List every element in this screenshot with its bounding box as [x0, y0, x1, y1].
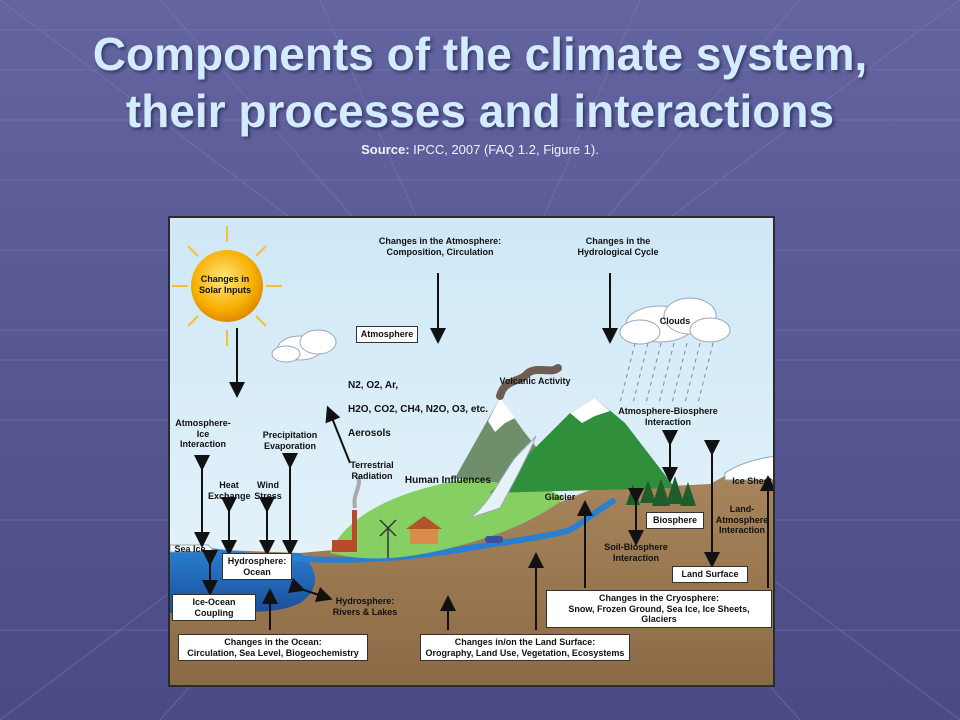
ocean-changes-box: Changes in the Ocean: Circulation, Sea L… — [178, 634, 368, 661]
mountain-snow — [570, 398, 610, 423]
atmosphere-biosphere-label: Atmosphere-Biosphere Interaction — [618, 406, 718, 427]
hydrological-changes-label: Changes in the Hydrological Cycle — [577, 236, 659, 257]
ice-ocean-coupling-box: Ice-Ocean Coupling — [172, 594, 256, 621]
gases-label: N2, O2, Ar, H2O, CO2, CH4, N2O, O3, etc.… — [348, 368, 498, 440]
volcano-snow — [488, 398, 515, 432]
glacier-label: Glacier — [544, 492, 576, 502]
volcanic-activity-label: Volcanic Activity — [499, 376, 571, 386]
source-label: Source: — [361, 142, 410, 157]
gases-line-1: N2, O2, Ar, — [348, 380, 399, 391]
hydrosphere-ocean-box: Hydrosphere: Ocean — [222, 553, 292, 580]
glacier — [469, 435, 537, 519]
aerosols-label: Aerosols — [348, 428, 391, 439]
sun-icon — [172, 226, 282, 346]
small-cloud-icon — [271, 329, 337, 363]
climate-system-figure: Changes in Solar Inputs Changes in the A… — [168, 216, 775, 687]
ice-sheet — [724, 456, 773, 481]
wind-stress-label: Wind Stress — [254, 480, 282, 501]
solar-inputs-label: Changes in Solar Inputs — [198, 274, 251, 295]
hydrosphere-rivers-label: Hydrosphere: Rivers & Lakes — [332, 596, 398, 617]
factory-icon — [332, 475, 361, 552]
river — [289, 497, 617, 563]
windmill-icon — [379, 519, 397, 558]
terrestrial-radiation-label: Terrestrial Radiation — [350, 460, 394, 481]
ice-sheet-label: Ice Sheet — [732, 476, 772, 486]
atmosphere-box: Atmosphere — [356, 326, 418, 343]
sea-ice-label: Sea Ice — [174, 544, 206, 554]
clouds-label: Clouds — [659, 316, 691, 326]
title-line-1: Components of the climate system, — [92, 28, 868, 80]
house-icon — [406, 516, 442, 544]
human-influences-label: Human Influences — [404, 475, 492, 486]
cryosphere-changes-box: Changes in the Cryosphere: Snow, Frozen … — [546, 590, 772, 628]
source-text: IPCC, 2007 (FAQ 1.2, Figure 1). — [409, 142, 599, 157]
biosphere-box: Biosphere — [646, 512, 704, 529]
atmosphere-ice-label: Atmosphere- Ice Interaction — [175, 418, 231, 449]
ground — [170, 463, 773, 685]
volcano-smoke — [496, 364, 562, 400]
atmosphere-changes-label: Changes in the Atmosphere: Composition, … — [378, 236, 502, 257]
soil-biosphere-label: Soil-Biosphere Interaction — [604, 542, 668, 563]
land-surface-box: Land Surface — [672, 566, 748, 583]
slide-title: Components of the climate system, their … — [0, 26, 960, 140]
rain-cloud-icon — [619, 297, 731, 404]
land-atmosphere-label: Land- Atmosphere Interaction — [715, 504, 769, 535]
land-changes-box: Changes in/on the Land Surface: Orograph… — [420, 634, 630, 661]
double-arrows — [194, 430, 720, 603]
green-mountain — [490, 398, 675, 493]
gases-line-2: H2O, CO2, CH4, N2O, O3, etc. — [348, 404, 489, 415]
source-citation: Source: IPCC, 2007 (FAQ 1.2, Figure 1). — [0, 142, 960, 158]
title-line-2: their processes and interactions — [125, 85, 835, 137]
heat-exchange-label: Heat Exchange — [208, 480, 251, 501]
car-icon — [485, 536, 503, 543]
precipitation-evaporation-label: Precipitation Evaporation — [262, 430, 318, 451]
